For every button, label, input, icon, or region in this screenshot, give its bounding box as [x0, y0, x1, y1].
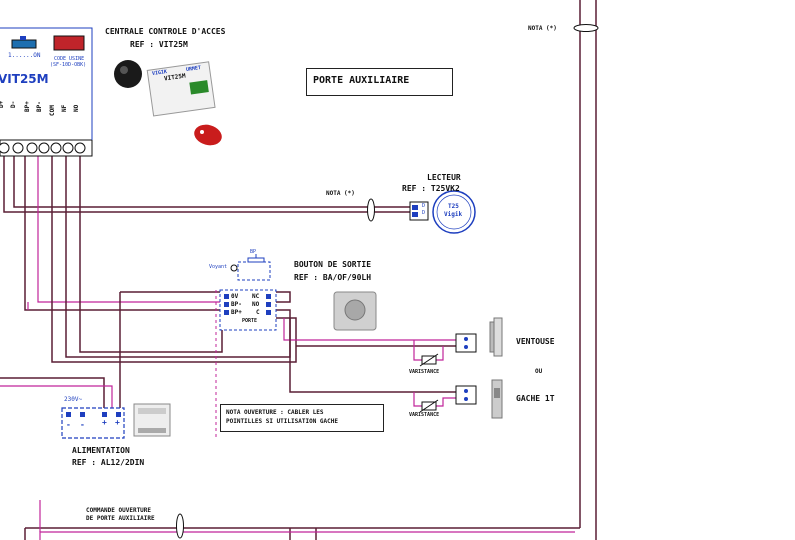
gache-device — [491, 379, 503, 419]
reader-badge — [432, 190, 476, 234]
nota-break-top — [573, 24, 599, 32]
badge-photo — [194, 124, 222, 146]
central-title-line1: CENTRALE CONTROLE D'ACCES — [105, 27, 226, 36]
terminal-label: BP- — [36, 101, 43, 112]
dip-label: 1......ON — [8, 52, 41, 59]
button-terminal: BP- — [231, 301, 242, 308]
button-terminal: BP+ — [231, 309, 242, 316]
central-photo — [146, 61, 216, 117]
alim-terminal: + — [115, 418, 120, 427]
nota-mid: NOTA (*) — [326, 190, 355, 197]
commande-line2: DE PORTE AUXILIAIRE — [86, 515, 155, 522]
alim-label: ALIMENTATION — [72, 446, 130, 455]
badge-text-2: Vigik — [444, 211, 463, 218]
code-usine-label-1: CODE USINE — [54, 56, 85, 62]
nota-ouverture-line1: NOTA OUVERTURE : CABLER LES — [226, 409, 324, 416]
power-supply-box — [61, 407, 125, 439]
varistance-label-2: VARISTANCE — [409, 412, 440, 418]
terminal-labels: D+ D- BP+ BP- COM NF NO — [0, 98, 92, 138]
alim-voltage: 230V~ — [64, 396, 83, 403]
button-terminal: 0V — [231, 293, 239, 300]
button-terminal: NO — [252, 301, 260, 308]
terminal-label: COM — [49, 105, 56, 116]
varistance-label-1: VARISTANCE — [409, 369, 440, 375]
terminal-label: BP+ — [24, 101, 31, 112]
title-box — [306, 68, 453, 96]
wire-d-minus — [13, 150, 412, 208]
nota-ouverture-line2: POINTILLES SI UTILISATION GACHE — [226, 418, 338, 425]
lecteur-ref: REF : T25VK2 — [402, 184, 460, 193]
alim-ref: REF : AL12/2DIN — [72, 458, 145, 467]
lecteur-label: LECTEUR — [427, 173, 461, 182]
reader-terminal-label: D — [422, 203, 426, 209]
reader-photo — [114, 60, 142, 88]
module-name: VIT25M — [0, 72, 49, 86]
alim-terminal: + — [102, 418, 107, 427]
button-terminal: NC — [252, 293, 260, 300]
terminal-label: D- — [10, 100, 17, 108]
badge-text-1: T25 — [448, 203, 459, 210]
commande-line1: COMMANDE OUVERTURE — [86, 507, 152, 514]
ou-label: OU — [535, 368, 543, 375]
nota-top: NOTA (*) — [528, 25, 557, 32]
ventouse-label: VENTOUSE — [516, 337, 555, 346]
ventouse-device — [493, 317, 503, 357]
terminal-label: NO — [73, 104, 80, 112]
central-title-line2: REF : VIT25M — [130, 40, 188, 49]
voyant-label: Voyant — [209, 264, 228, 270]
terminal-label: D+ — [0, 100, 5, 108]
code-usine-label-2: (SF-10D-OBK) — [50, 62, 87, 68]
gache-label: GACHE 1T — [516, 394, 555, 403]
reader-terminal-label: D — [422, 210, 426, 216]
porte-label: PORTE — [242, 318, 258, 324]
nota-break-mid — [367, 198, 375, 222]
bp-label: BP — [250, 249, 257, 255]
alim-terminal: - — [66, 420, 71, 429]
alim-terminal: - — [80, 420, 85, 429]
nota-ouverture-box — [220, 404, 384, 432]
terminal-label: NF — [61, 104, 68, 112]
wire-d-plus — [3, 150, 412, 213]
button-terminal: C — [256, 309, 260, 316]
bouton-ref: REF : BA/OF/90LH — [294, 273, 372, 282]
nota-break-bottom — [176, 513, 184, 539]
bouton-label: BOUTON DE SORTIE — [294, 260, 372, 269]
page-title: PORTE AUXILIAIRE — [313, 75, 410, 86]
